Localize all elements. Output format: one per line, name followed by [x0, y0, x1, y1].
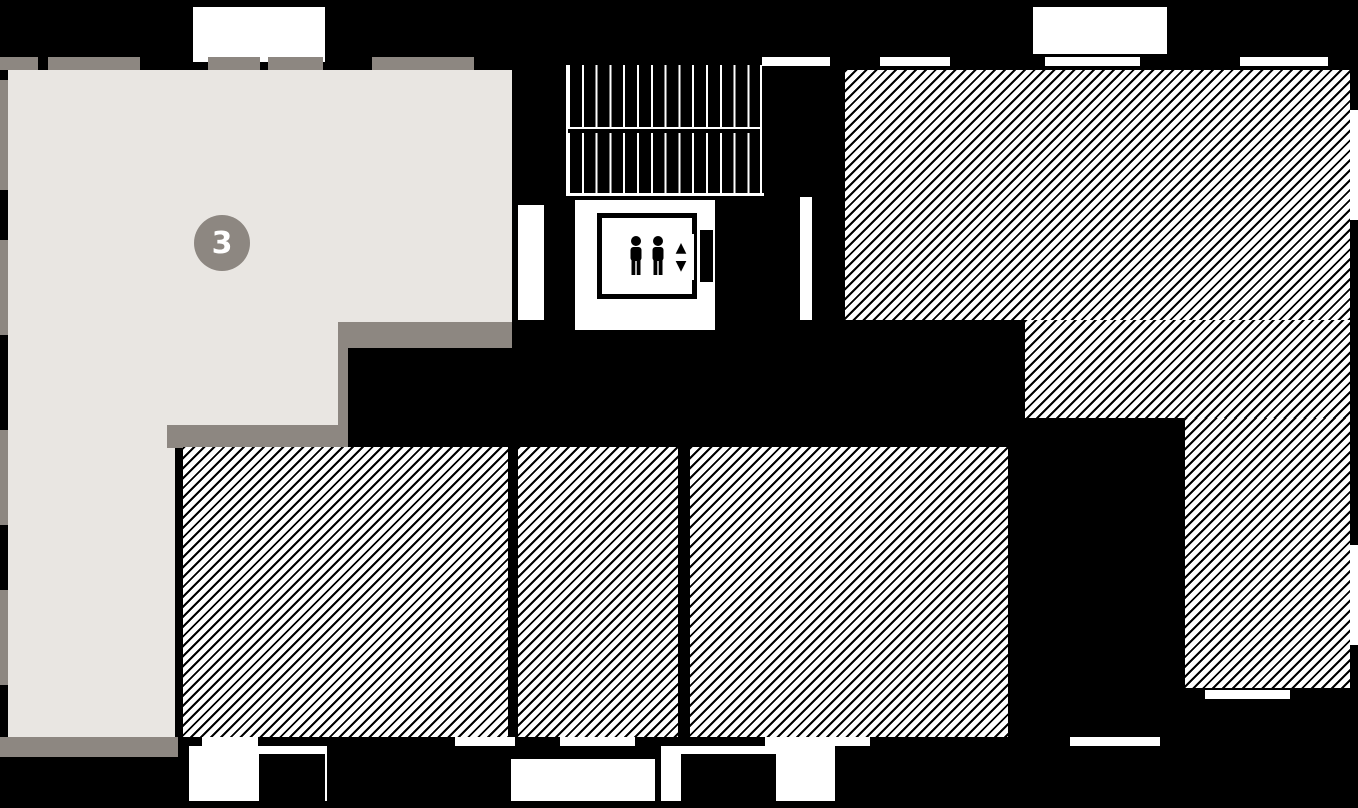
arrow-down-icon: ▼ [675, 258, 687, 274]
balcony-bottom-left [186, 743, 330, 804]
window-gap [765, 737, 870, 746]
window-gap [0, 80, 8, 190]
window-gap [1070, 737, 1160, 746]
balcony-top-left [190, 4, 328, 65]
stair-flight-upper [568, 65, 760, 127]
window-gap [0, 430, 8, 525]
hatched-unit-bottom-right[interactable] [690, 447, 1008, 737]
arrow-up-icon: ▲ [675, 240, 687, 256]
window-gap [202, 737, 258, 746]
stair-flight-lower [568, 133, 760, 193]
unit-3-badge-label: 3 [211, 225, 233, 261]
elevator-door-jamb [700, 230, 713, 282]
balcony-inner-dark [259, 754, 325, 801]
window-gap [560, 737, 635, 746]
elevator-direction-arrows: ▲ ▼ [668, 234, 694, 280]
window-gap [48, 57, 140, 70]
corridor-strip-left [518, 205, 544, 320]
window-gap [1240, 57, 1328, 66]
corridor-strip-right [800, 197, 812, 320]
elevator-persons-icon [630, 236, 664, 275]
window-gap [208, 57, 260, 70]
window-gap [880, 57, 950, 66]
unit-3-wall [338, 348, 348, 425]
window-gap [0, 590, 8, 685]
window-gap [268, 57, 323, 70]
unit-3-area-mid[interactable] [8, 322, 338, 425]
window-gap [1349, 110, 1358, 220]
window-gap [1045, 57, 1140, 66]
balcony-inner-dark [681, 754, 776, 801]
window-gap [1205, 690, 1290, 699]
unit-3-badge[interactable]: 3 [194, 215, 250, 271]
window-gap [372, 57, 474, 70]
stair-landing-line [568, 127, 760, 129]
unit-3-wall [167, 425, 348, 448]
unit-3-wall [0, 57, 38, 70]
stair-edge-line [566, 193, 764, 196]
hatched-unit-right-part-3[interactable] [1185, 418, 1350, 688]
stair-edge-line [566, 65, 568, 193]
hatched-unit-right-part-1[interactable] [845, 70, 1350, 320]
hatched-unit-bottom-middle[interactable] [518, 447, 678, 737]
balcony-bottom-middle [508, 756, 658, 804]
window-gap [455, 737, 515, 746]
balcony-bottom-right [658, 743, 838, 804]
unit-3-wall [338, 322, 512, 348]
hatched-unit-right-part-2[interactable] [1025, 320, 1350, 418]
unit-3-wall [0, 737, 178, 757]
unit-3-area-main[interactable] [8, 70, 512, 322]
stair-edge-line [760, 65, 762, 193]
balcony-top-right [1030, 4, 1170, 57]
window-gap [762, 57, 830, 66]
window-gap [1349, 545, 1358, 645]
unit-3-area-strip[interactable] [8, 425, 175, 737]
window-gap [0, 240, 8, 335]
hatched-unit-bottom-left[interactable] [183, 447, 508, 737]
